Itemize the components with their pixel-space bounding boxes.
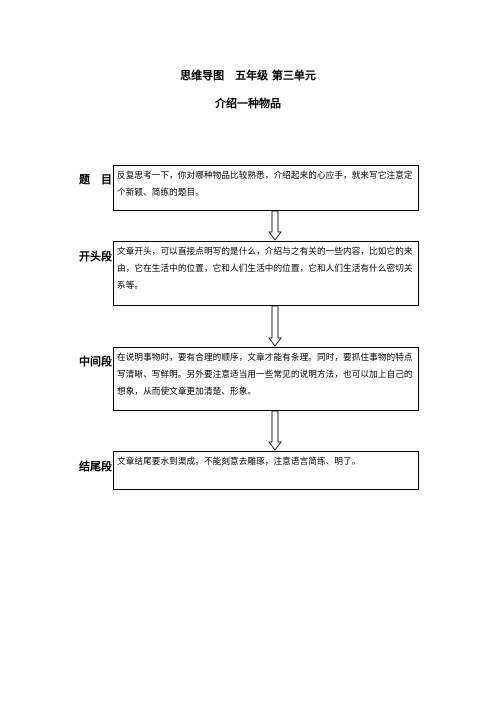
down-arrow-icon: [268, 411, 282, 451]
section-label-ending: 结尾段: [79, 460, 112, 473]
down-arrow-icon: [268, 306, 282, 347]
section-label-title: 题 目: [79, 173, 112, 186]
section-label-middle: 中间段: [79, 355, 112, 368]
document-subtitle: 介绍一种物品: [215, 97, 281, 110]
down-arrow-icon: [268, 211, 282, 241]
section-label-opening: 开头段: [79, 250, 112, 263]
document-title: 思维导图 五年级 第三单元: [180, 69, 316, 82]
section-box-opening: 文章开头，可以直接点明写的是什么，介绍与之有关的一些内容，比如它的来由，它在生活…: [113, 241, 419, 306]
section-box-middle: 在说明事物时，要有合理的顺序，文章才能有条理。同时，要抓住事物的特点写清晰、写鲜…: [113, 347, 419, 411]
section-box-ending: 文章结尾要水到渠成。不能刻意去雕琢，注意语言简练、明了。: [113, 451, 419, 490]
section-box-title: 反复思考一下，你对哪种物品比较熟悉，介绍起来的心应手，就来写它注意定个新颖、简练…: [113, 165, 419, 211]
